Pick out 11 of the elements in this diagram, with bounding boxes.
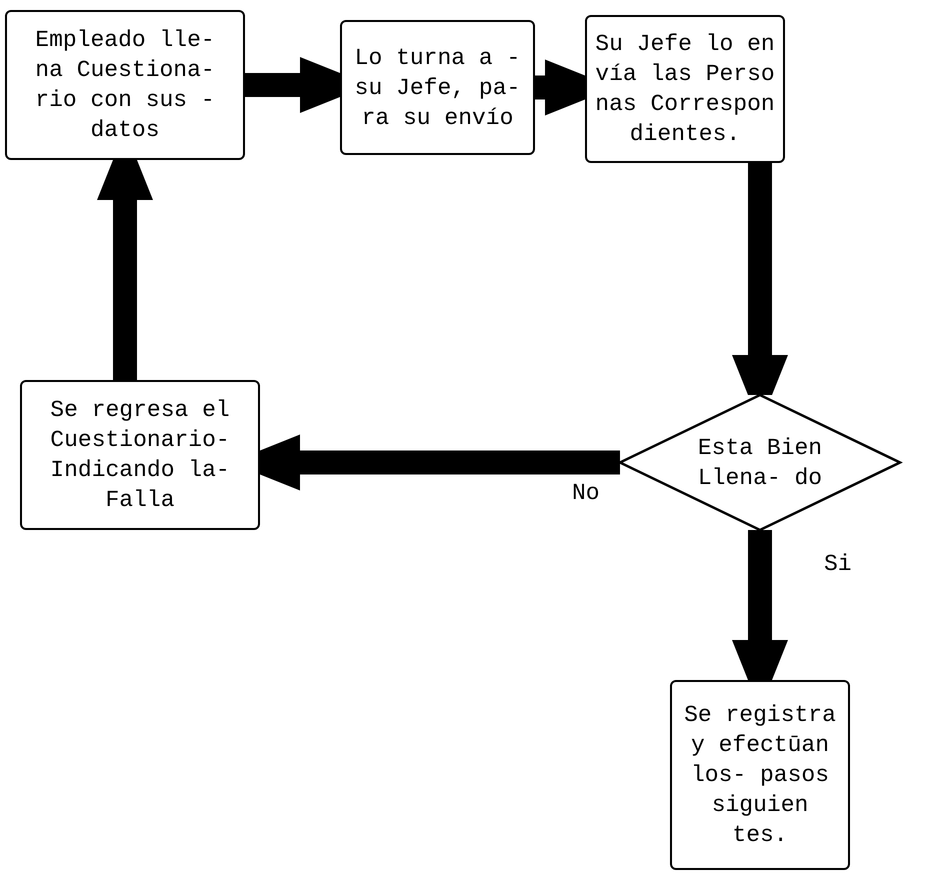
process-box: [670, 680, 850, 870]
node-text: Su Jefe lo en vía las Perso nas Correspon dientes.: [595, 30, 775, 149]
process-box: [5, 10, 245, 160]
node-text: Esta Bien Llena- do: [696, 434, 824, 492]
process-box: [585, 15, 785, 163]
node-text: Lo turna a - su Jefe, pa- ra su envío: [354, 44, 522, 132]
node-text: Se regresa el Cuestionario- Indicando la- Falla: [49, 396, 231, 515]
node-text: Empleado lle- na Cuestiona- rio con sus - datos: [34, 26, 216, 145]
process-box: [20, 380, 260, 530]
process-box: [340, 20, 535, 155]
node-text: Se registra y efectūan los- pasos siguien tes.: [683, 701, 837, 850]
